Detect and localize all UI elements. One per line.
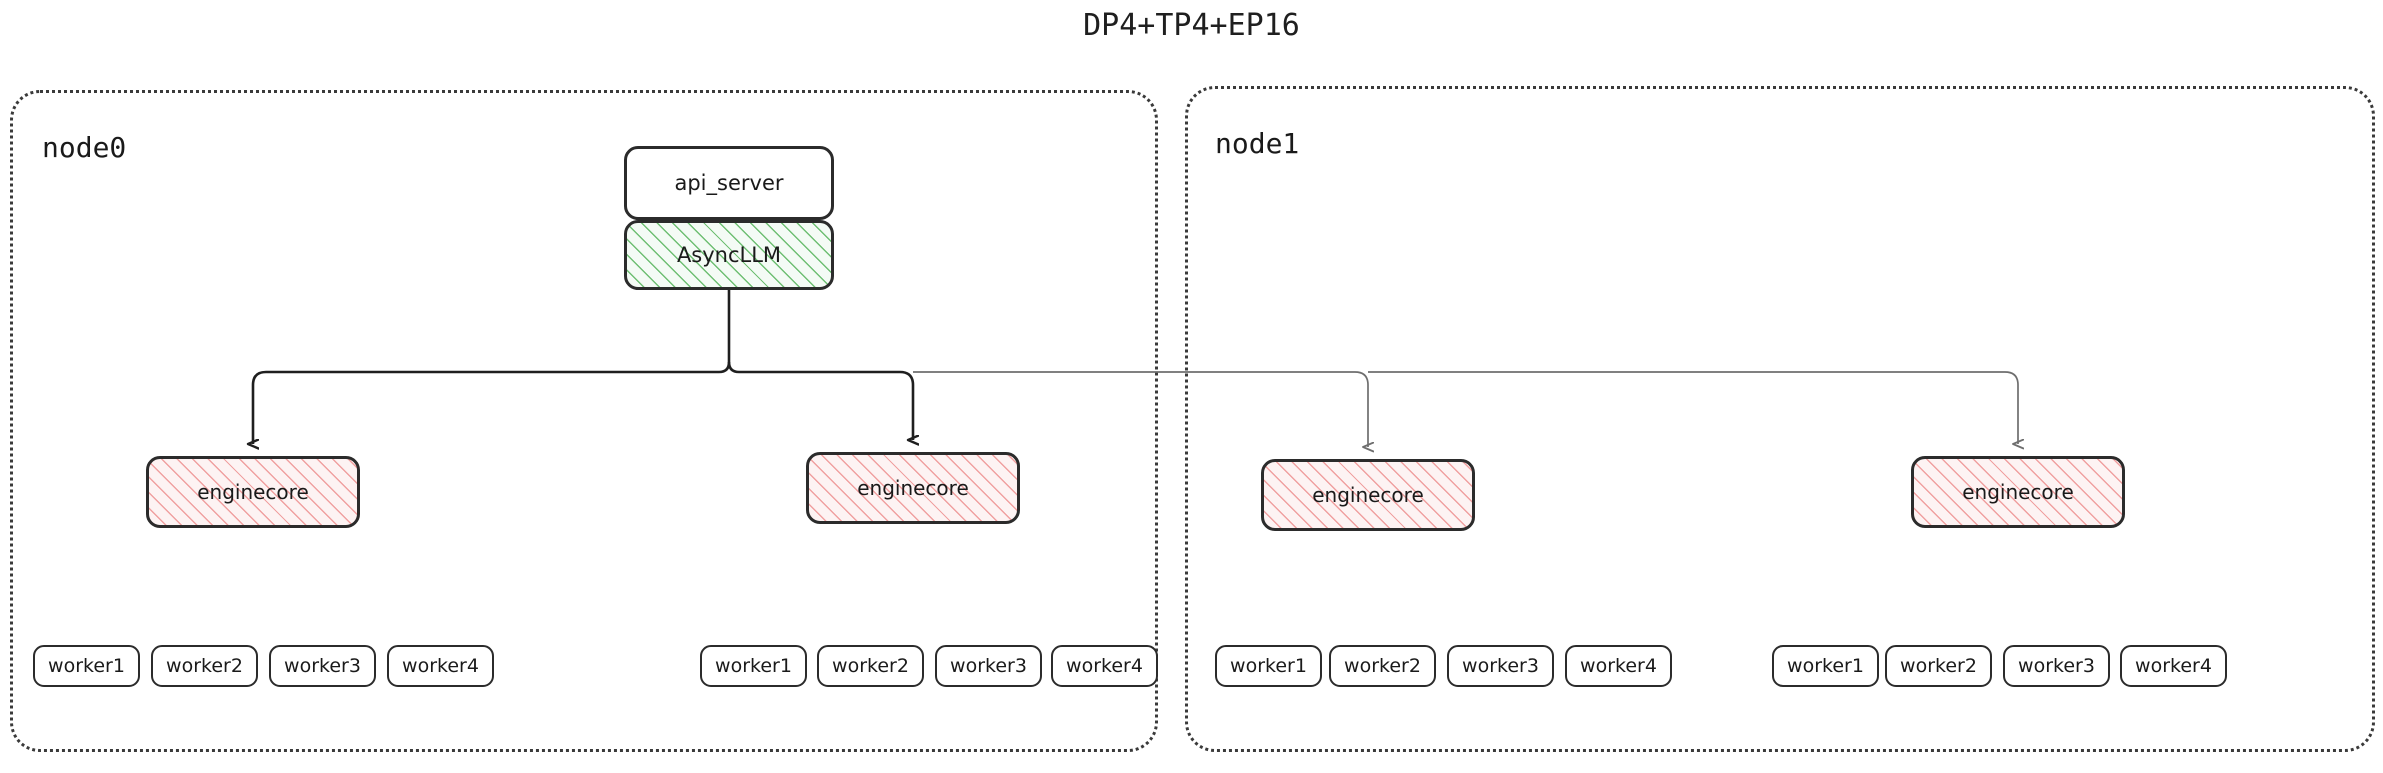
worker-box-g3-w1[interactable]: worker1: [1772, 645, 1879, 687]
worker-box-g3-w3[interactable]: worker3: [2003, 645, 2110, 687]
node-label-node1: node1: [1215, 127, 1300, 160]
worker-box-g0-w1[interactable]: worker1: [33, 645, 140, 687]
worker-box-g0-w4[interactable]: worker4: [387, 645, 494, 687]
worker-box-g1-w2[interactable]: worker2: [817, 645, 924, 687]
worker-box-g2-w4[interactable]: worker4: [1565, 645, 1672, 687]
worker-box-g0-w3[interactable]: worker3: [269, 645, 376, 687]
enginecore-box-3[interactable]: enginecore: [1911, 456, 2125, 528]
asyncllm-box[interactable]: AsyncLLM: [624, 220, 834, 290]
node-label-node0: node0: [42, 131, 127, 164]
worker-box-g1-w4[interactable]: worker4: [1051, 645, 1158, 687]
enginecore-box-1[interactable]: enginecore: [806, 452, 1020, 524]
worker-box-g1-w1[interactable]: worker1: [700, 645, 807, 687]
api-server-box[interactable]: api_server: [624, 146, 834, 220]
worker-box-g3-w2[interactable]: worker2: [1885, 645, 1992, 687]
worker-box-g1-w3[interactable]: worker3: [935, 645, 1042, 687]
enginecore-box-0[interactable]: enginecore: [146, 456, 360, 528]
worker-box-g2-w3[interactable]: worker3: [1447, 645, 1554, 687]
page-title: DP4+TP4+EP16: [1083, 8, 1300, 43]
enginecore-box-2[interactable]: enginecore: [1261, 459, 1475, 531]
worker-box-g0-w2[interactable]: worker2: [151, 645, 258, 687]
worker-box-g2-w1[interactable]: worker1: [1215, 645, 1322, 687]
worker-box-g3-w4[interactable]: worker4: [2120, 645, 2227, 687]
worker-box-g2-w2[interactable]: worker2: [1329, 645, 1436, 687]
